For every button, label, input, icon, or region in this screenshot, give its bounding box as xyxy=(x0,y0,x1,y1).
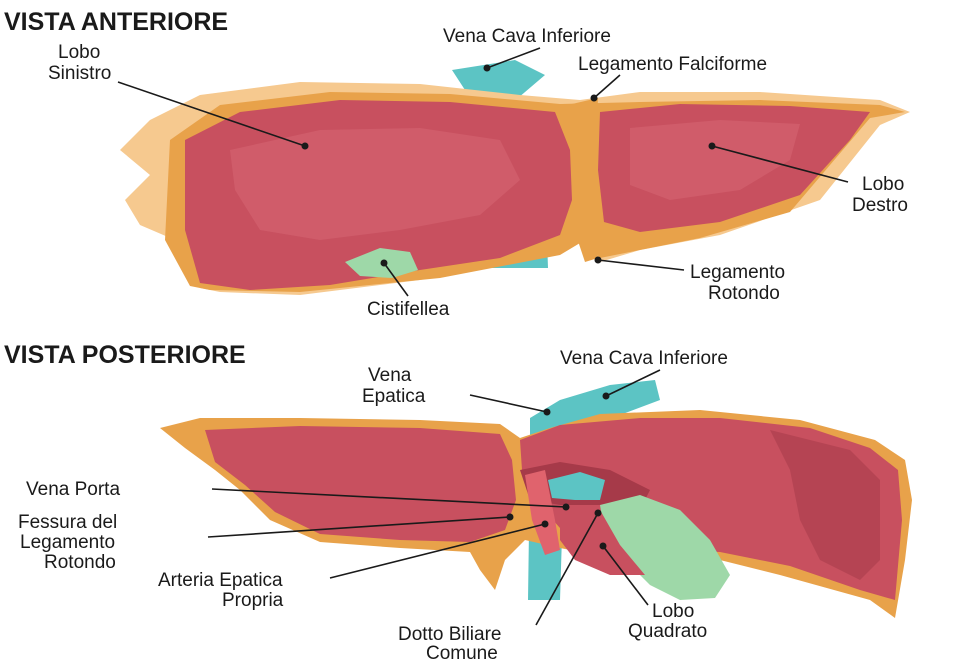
label-dotto-line1: Dotto Biliare xyxy=(398,624,502,645)
posterior-title: VISTA POSTERIORE xyxy=(4,341,246,369)
leader-legamento-falciforme-dot xyxy=(591,95,598,102)
label-legamento-rotondo-line1: Legamento xyxy=(690,262,785,283)
label-vena-cava-posterior: Vena Cava Inferiore xyxy=(560,348,728,369)
leader-vena-epatica-dot xyxy=(544,409,551,416)
label-arteria-line2: Propria xyxy=(222,590,284,611)
leader-fessura-dot xyxy=(507,514,514,521)
leader-legamento-falciforme xyxy=(594,75,620,98)
leader-arteria-dot xyxy=(542,521,549,528)
anterior-view xyxy=(120,60,910,295)
anterior-title: VISTA ANTERIORE xyxy=(4,8,228,36)
label-lobo-destro-line2: Destro xyxy=(852,195,908,216)
leader-vena-cava-posterior-dot xyxy=(603,393,610,400)
leader-legamento-rotondo-dot xyxy=(595,257,602,264)
leader-dotto-dot xyxy=(595,510,602,517)
label-cistifellea: Cistifellea xyxy=(367,299,450,320)
posterior-left-lobe-shape xyxy=(205,426,516,542)
label-fessura-line1: Fessura del xyxy=(18,512,117,533)
label-fessura-line2: Legamento xyxy=(20,532,115,553)
leader-lobo-sinistro-dot xyxy=(302,143,309,150)
leader-vena-epatica xyxy=(470,395,547,412)
label-legamento-rotondo-line2: Rotondo xyxy=(708,283,780,304)
leader-vena-cava-anterior-dot xyxy=(484,65,491,72)
label-legamento-falciforme: Legamento Falciforme xyxy=(578,54,767,75)
leader-lobo-quadrato-dot xyxy=(600,543,607,550)
label-arteria-line1: Arteria Epatica xyxy=(158,570,283,591)
leader-vena-porta-dot xyxy=(563,504,570,511)
label-fessura-line3: Rotondo xyxy=(44,552,116,573)
label-lobo-quadrato-line1: Lobo xyxy=(652,601,694,622)
label-lobo-quadrato-line2: Quadrato xyxy=(628,621,707,642)
leader-legamento-rotondo xyxy=(598,260,684,270)
label-vena-epatica-line1: Vena xyxy=(368,365,412,386)
label-vena-epatica-line2: Epatica xyxy=(362,386,426,407)
label-lobo-sinistro-line1: Lobo xyxy=(58,42,100,63)
leader-lobo-destro-dot xyxy=(709,143,716,150)
leader-cistifellea-dot xyxy=(381,260,388,267)
label-vena-porta: Vena Porta xyxy=(26,479,120,500)
label-vena-cava-anterior: Vena Cava Inferiore xyxy=(443,26,611,47)
label-lobo-destro-line1: Lobo xyxy=(862,174,904,195)
label-dotto-line2: Comune xyxy=(426,643,498,662)
label-lobo-sinistro-line2: Sinistro xyxy=(48,63,111,84)
